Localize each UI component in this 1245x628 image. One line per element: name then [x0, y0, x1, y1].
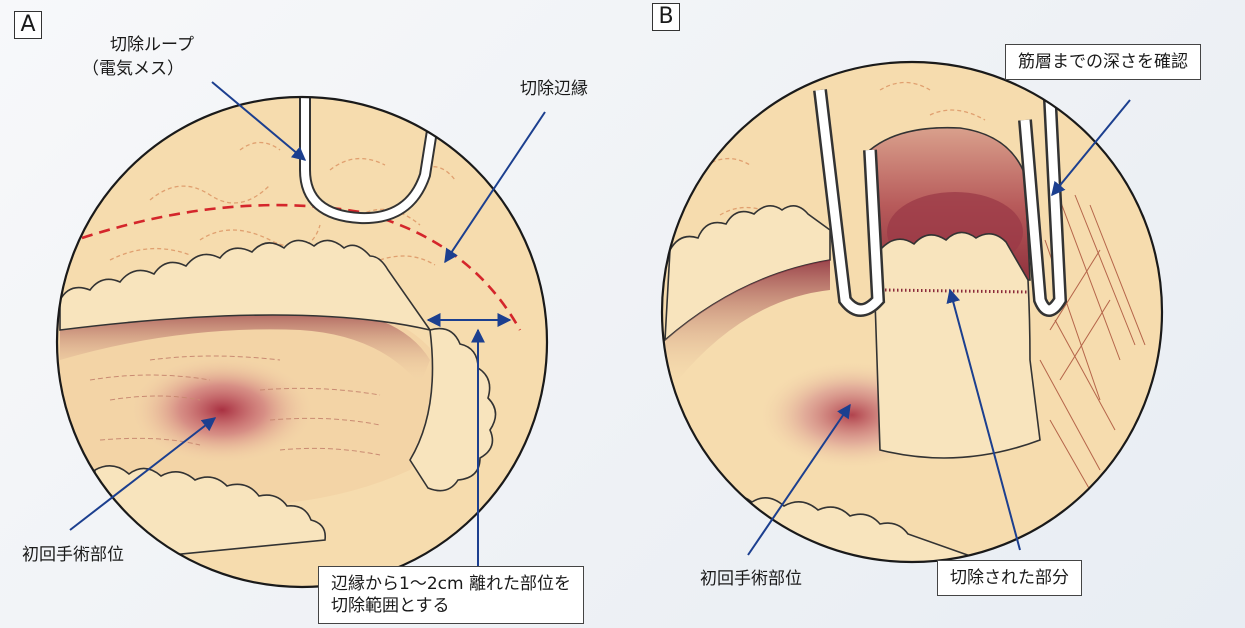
depth-note-box: 筋層までの深さを確認	[1005, 44, 1201, 80]
range-note-line2: 切除範囲とする	[331, 595, 571, 617]
panel-a-lesion	[127, 355, 317, 465]
panel-a-site-label: 初回手術部位	[22, 544, 124, 566]
margin-label: 切除辺縁	[520, 78, 588, 100]
panel-b-letter: B	[652, 3, 680, 31]
loop-label-line2: （電気メス）	[82, 58, 184, 80]
range-note-line1: 辺縁から1～2cm 離れた部位を	[331, 573, 571, 595]
panel-a-letter: A	[14, 11, 42, 39]
panel-b-view	[662, 62, 1162, 570]
resected-label-box: 切除された部分	[937, 560, 1082, 596]
loop-label-line1: 切除ループ	[110, 34, 194, 56]
panel-b-site-label: 初回手術部位	[700, 568, 802, 590]
range-note-box: 辺縁から1～2cm 離れた部位を 切除範囲とする	[318, 566, 584, 624]
panel-b-resected-specimen	[875, 232, 1040, 458]
